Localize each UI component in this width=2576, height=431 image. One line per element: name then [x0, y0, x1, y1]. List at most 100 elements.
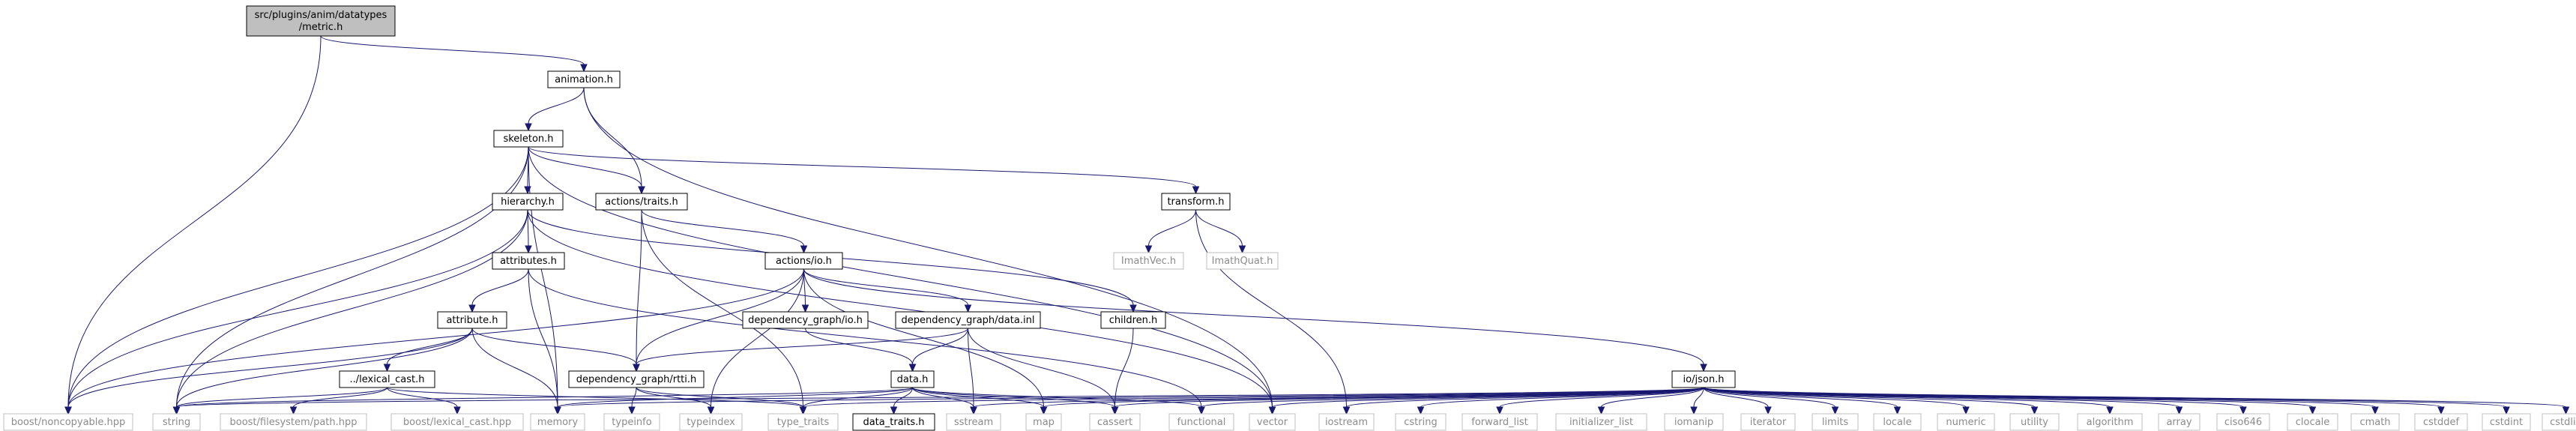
node-label: vector — [1257, 417, 1288, 428]
node-initializer_list[interactable]: initializer_list — [1555, 413, 1647, 431]
node-string[interactable]: string — [152, 413, 201, 431]
node-limits[interactable]: limits — [1812, 413, 1859, 431]
edge-transform-to-imathquat — [1195, 209, 1246, 254]
edge-io_json-to-memory — [554, 387, 1704, 415]
edge-io_json-to-type_traits — [799, 387, 1704, 415]
edge-lexical_cast-to-string — [172, 387, 387, 415]
node-boost_fs_path[interactable]: boost/filesystem/path.hpp — [220, 413, 367, 431]
edge-attributes-to-functional — [528, 268, 1205, 415]
edge-skeleton-to-actions_traits — [528, 146, 645, 195]
node-typeindex[interactable]: typeindex — [679, 413, 743, 431]
node-locale[interactable]: locale — [1873, 413, 1922, 431]
node-map[interactable]: map — [1025, 413, 1062, 431]
node-iostream[interactable]: iostream — [1318, 413, 1375, 431]
edge-io_json-to-limits — [1703, 387, 1839, 415]
node-animation[interactable]: animation.h — [547, 70, 621, 88]
node-transform[interactable]: transform.h — [1161, 193, 1231, 211]
node-root[interactable]: src/plugins/anim/datatypes/metric.h — [246, 5, 396, 37]
node-iomanip[interactable]: iomanip — [1664, 413, 1724, 431]
node-cstdint[interactable]: cstdint — [2482, 413, 2531, 431]
node-cmath[interactable]: cmath — [2350, 413, 2400, 431]
node-label: io/json.h — [1683, 374, 1725, 385]
node-label: ImathVec.h — [1121, 256, 1176, 267]
node-io_json[interactable]: io/json.h — [1671, 370, 1736, 388]
node-actions_traits[interactable]: actions/traits.h — [595, 193, 688, 211]
node-actions_io[interactable]: actions/io.h — [764, 252, 843, 270]
node-algorithm[interactable]: algorithm — [2077, 413, 2143, 431]
edge-attribute-to-boost_noncopyable — [64, 328, 473, 415]
edge-io_json-to-iomanip — [1690, 387, 1704, 415]
node-ciso646[interactable]: ciso646 — [2216, 413, 2270, 431]
edge-attributes-to-memory — [528, 268, 561, 415]
node-cstddef[interactable]: cstddef — [2414, 413, 2468, 431]
node-sstream[interactable]: sstream — [946, 413, 1001, 431]
edge-transform-to-iostream — [1195, 209, 1351, 415]
edge-io_json-to-locale — [1703, 387, 1901, 415]
node-functional[interactable]: functional — [1168, 413, 1234, 431]
node-forward_list[interactable]: forward_list — [1462, 413, 1538, 431]
node-cstring[interactable]: cstring — [1395, 413, 1447, 431]
node-label: ../lexical_cast.h — [350, 374, 425, 385]
node-vector[interactable]: vector — [1249, 413, 1296, 431]
node-label: cmath — [2359, 417, 2390, 428]
node-typeinfo[interactable]: typeinfo — [603, 413, 660, 431]
node-label: cstdlib — [2550, 417, 2576, 428]
node-children[interactable]: children.h — [1100, 311, 1166, 329]
node-label: data_traits.h — [863, 417, 924, 428]
node-cstdlib[interactable]: cstdlib — [2542, 413, 2576, 431]
edge-data-to-data_traits — [890, 387, 913, 415]
node-data[interactable]: data.h — [890, 370, 935, 388]
node-boost_lexical_cast[interactable]: boost/lexical_cast.hpp — [390, 413, 524, 431]
nodes-layer: src/plugins/anim/datatypes/metric.h anima… — [3, 5, 2576, 431]
node-label: map — [1033, 417, 1055, 428]
node-attribute[interactable]: attribute.h — [437, 311, 507, 329]
node-label: hierarchy.h — [501, 196, 555, 208]
node-lexical_cast[interactable]: ../lexical_cast.h — [339, 370, 435, 388]
node-label: ciso646 — [2224, 417, 2262, 428]
node-utility[interactable]: utility — [2009, 413, 2060, 431]
node-iterator[interactable]: iterator — [1740, 413, 1796, 431]
node-numeric[interactable]: numeric — [1937, 413, 1995, 431]
edge-io_json-to-vector — [1268, 387, 1704, 415]
edge-depgraph_datainl-to-data — [908, 328, 968, 373]
node-type_traits[interactable]: type_traits — [767, 413, 839, 431]
node-depgraph_datainl[interactable]: dependency_graph/data.inl — [895, 311, 1041, 329]
node-label: type_traits — [777, 417, 830, 428]
node-label: data.h — [897, 374, 929, 385]
node-imathvec[interactable]: ImathVec.h — [1113, 252, 1184, 270]
edge-transform-to-imathvec — [1144, 209, 1196, 254]
node-label: boost/lexical_cast.hpp — [403, 417, 511, 428]
node-label: cstddef — [2423, 417, 2460, 428]
node-array[interactable]: array — [2158, 413, 2201, 431]
edge-attribute-to-lexical_cast — [383, 328, 473, 373]
node-label: attribute.h — [446, 315, 498, 326]
node-label: src/plugins/anim/datatypes — [255, 10, 387, 21]
node-label: forward_list — [1471, 417, 1527, 428]
node-imathquat[interactable]: ImathQuat.h — [1206, 252, 1279, 270]
node-label: /metric.h — [299, 22, 343, 33]
node-label: memory — [537, 417, 579, 428]
node-hierarchy[interactable]: hierarchy.h — [492, 193, 564, 211]
edge-animation-to-vector — [583, 87, 1276, 415]
edge-animation-to-skeleton — [525, 87, 585, 132]
edge-io_json-to-initializer_list — [1597, 387, 1704, 415]
node-label: iterator — [1750, 417, 1787, 428]
edge-depgraph_rtti-to-typeindex — [636, 387, 715, 415]
node-data_traits[interactable]: data_traits.h — [852, 413, 935, 431]
node-clocale[interactable]: clocale — [2287, 413, 2338, 431]
node-label: children.h — [1109, 315, 1158, 326]
node-label: actions/traits.h — [605, 196, 678, 208]
edge-animation-to-actions_traits — [583, 87, 645, 195]
node-label: initializer_list — [1569, 417, 1633, 428]
node-memory[interactable]: memory — [530, 413, 585, 431]
node-boost_noncopyable[interactable]: boost/noncopyable.hpp — [3, 413, 133, 431]
node-depgraph_rtti[interactable]: dependency_graph/rtti.h — [568, 370, 705, 388]
node-attributes[interactable]: attributes.h — [492, 252, 565, 270]
edge-attributes-to-attribute — [468, 268, 529, 313]
edge-io_json-to-forward_list — [1496, 387, 1704, 415]
node-depgraph_io[interactable]: dependency_graph/io.h — [742, 311, 869, 329]
node-label: typeinfo — [612, 417, 651, 428]
node-cassert[interactable]: cassert — [1089, 413, 1141, 431]
node-skeleton[interactable]: skeleton.h — [493, 130, 564, 148]
